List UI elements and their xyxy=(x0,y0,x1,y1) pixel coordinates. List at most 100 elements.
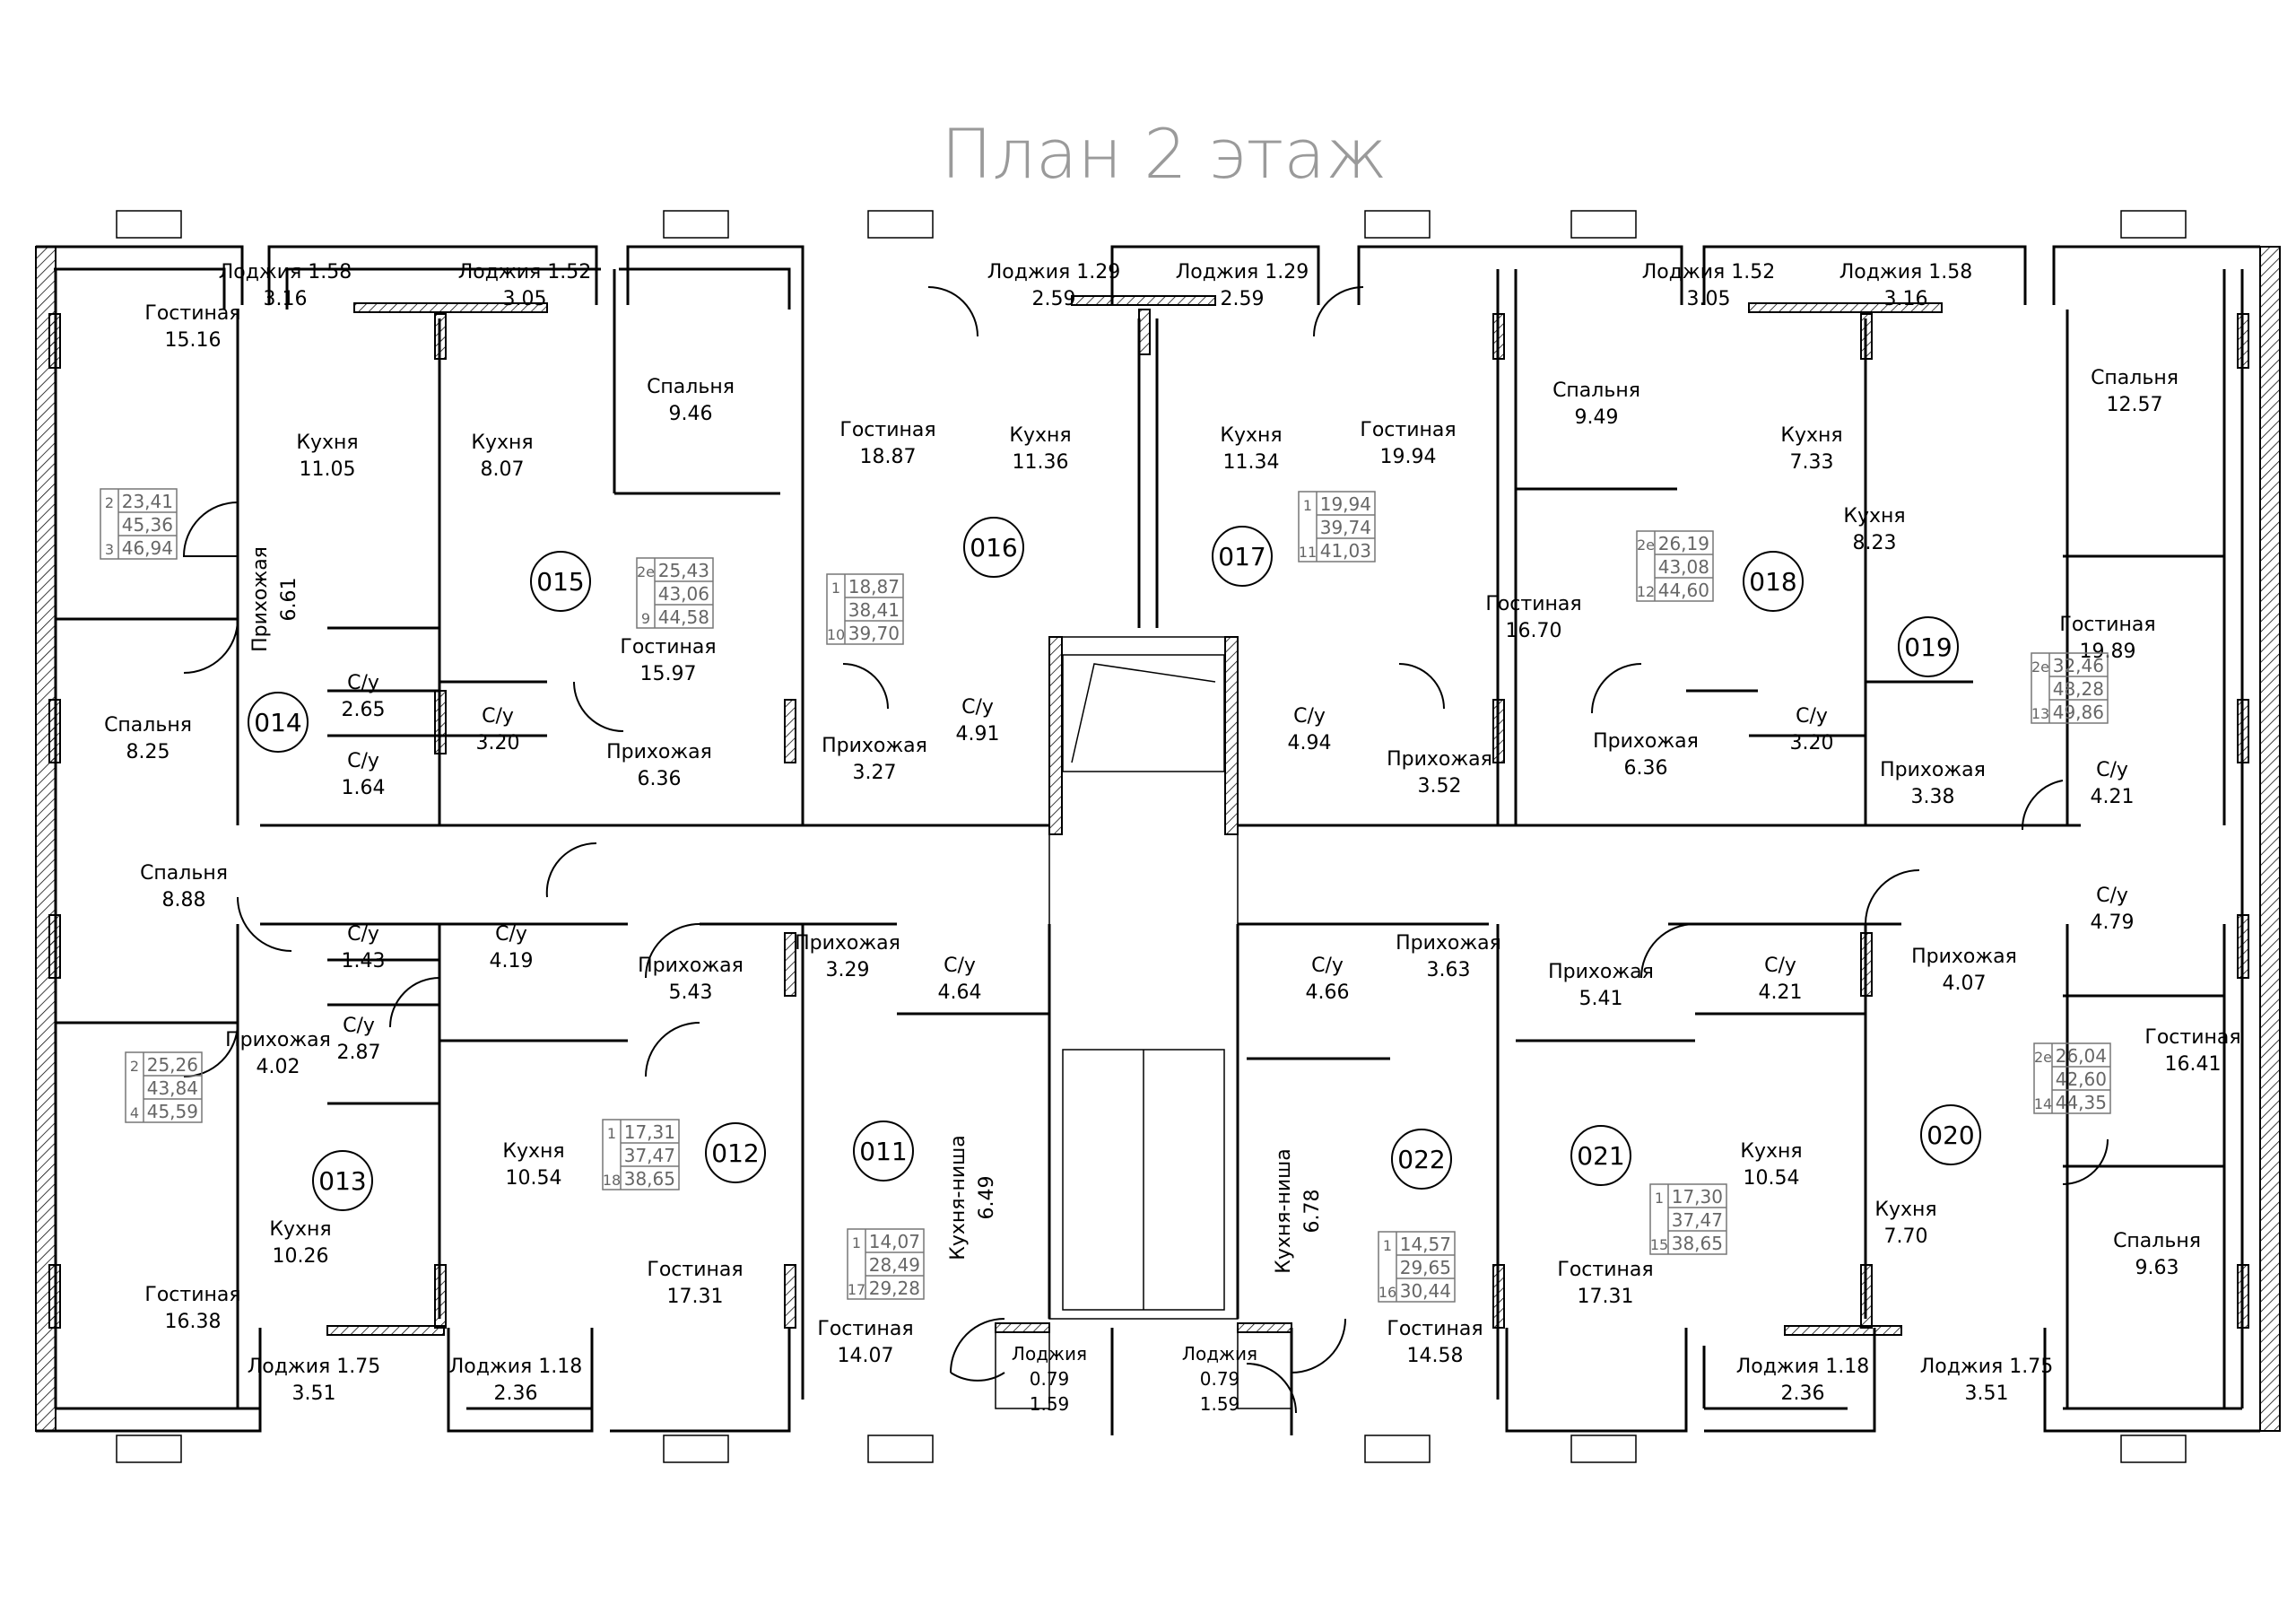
room-label: С/у4.21 xyxy=(1759,955,1803,1004)
room-name: С/у xyxy=(347,672,379,694)
table-index: 1 xyxy=(607,1125,616,1142)
room-name: С/у xyxy=(961,696,994,719)
table-value: 30,44 xyxy=(1400,1280,1451,1302)
room-name: Кухня xyxy=(1780,424,1842,447)
table-value: 38,65 xyxy=(624,1168,675,1190)
room-name: С/у xyxy=(1311,955,1344,977)
room-name: Гостиная xyxy=(144,1284,240,1306)
walls xyxy=(35,210,2281,1463)
room-name: Прихожая xyxy=(1880,759,1986,781)
room-name: Спальня xyxy=(2113,1230,2201,1252)
room-name: Лоджия 1.52 xyxy=(1642,261,1776,283)
room-name: Гостиная xyxy=(144,302,240,325)
table-index: 1 xyxy=(852,1234,861,1251)
room-name: Прихожая xyxy=(1593,730,1699,753)
table-index: 16 xyxy=(1378,1284,1396,1301)
room-name: Гостиная xyxy=(2144,1026,2240,1049)
room-area: 10.26 xyxy=(273,1245,329,1268)
table-value: 25,43 xyxy=(658,560,709,581)
room-label: С/у4.21 xyxy=(2091,759,2135,808)
room-name: Гостиная xyxy=(1485,593,1581,615)
room-label: С/у4.19 xyxy=(490,923,534,972)
table-value: 17,31 xyxy=(624,1121,675,1143)
apartment-label: 020 xyxy=(1926,1121,1974,1150)
table-index: 1 xyxy=(1383,1237,1392,1254)
room-area: 11.05 xyxy=(300,458,356,481)
room-area: 19.94 xyxy=(1380,446,1437,468)
apartment-number: 017 xyxy=(1212,526,1273,587)
room-name: Лоджия 1.58 xyxy=(219,261,352,283)
room-name: Кухня xyxy=(1009,424,1071,447)
table-index: 10 xyxy=(827,626,845,643)
room-label: С/у3.20 xyxy=(476,705,520,754)
room-area: 18.87 xyxy=(860,446,917,468)
room-area: 12.57 xyxy=(2107,394,2163,416)
room-label: Лоджия 1.583.16 xyxy=(219,261,352,310)
room-area: 4.02 xyxy=(257,1056,300,1078)
loggia-area: 1.59 xyxy=(1200,1393,1240,1415)
room-area: 3.52 xyxy=(1418,775,1462,798)
table-value: 43,08 xyxy=(1658,556,1709,578)
room-area: 11.36 xyxy=(1013,451,1069,474)
table-value: 23,41 xyxy=(122,491,173,512)
room-area: 17.31 xyxy=(667,1286,724,1308)
table-value: 45,59 xyxy=(147,1101,198,1122)
room-name: Прихожая xyxy=(638,955,744,977)
table-index: 2 xyxy=(105,494,114,511)
loggia-area: 0.79 xyxy=(1030,1368,1070,1390)
loggia-name: Лоджия xyxy=(1182,1343,1257,1365)
table-value: 39,74 xyxy=(1320,517,1371,538)
table-value: 14,57 xyxy=(1400,1234,1451,1255)
room-name: С/у xyxy=(1796,705,1828,728)
apartment-label: 014 xyxy=(254,708,301,737)
table-index: 2е xyxy=(2031,658,2049,676)
room-label: С/у4.91 xyxy=(956,696,1000,746)
table-index: 14 xyxy=(2034,1095,2052,1112)
room-name: Гостиная xyxy=(1387,1318,1483,1340)
room-area: 3.20 xyxy=(1790,732,1834,754)
table-index: 1 xyxy=(831,580,840,597)
apartment-number: 018 xyxy=(1743,551,1804,612)
room-area: 8.25 xyxy=(126,741,170,763)
room-label: Лоджия 1.292.59 xyxy=(1176,261,1309,310)
vroom-text: Кухня-ниша xyxy=(947,1135,970,1260)
window-frames-bottom xyxy=(116,1435,2187,1463)
table-index: 2 xyxy=(130,1058,139,1075)
apartment-label: 013 xyxy=(318,1166,366,1196)
room-name: Гостиная xyxy=(839,419,935,441)
apartment-number: 016 xyxy=(963,517,1024,578)
table-index: 1 xyxy=(1303,497,1312,514)
apartment-number: 011 xyxy=(853,1121,914,1182)
room-name: Кухня xyxy=(1220,424,1282,447)
room-label: Прихожая 3.52 xyxy=(1387,748,1492,798)
room-area: 3.38 xyxy=(1911,786,1955,808)
plan-title: План 2 этаж xyxy=(941,114,1387,194)
room-name: Прихожая xyxy=(1387,748,1492,771)
room-area: 2.65 xyxy=(342,699,386,721)
room-name: Лоджия 1.52 xyxy=(458,261,592,283)
room-label: Лоджия 1.523.05 xyxy=(1642,261,1776,310)
apartment-label: 018 xyxy=(1749,567,1796,597)
room-name: Лоджия 1.18 xyxy=(1736,1356,1870,1378)
